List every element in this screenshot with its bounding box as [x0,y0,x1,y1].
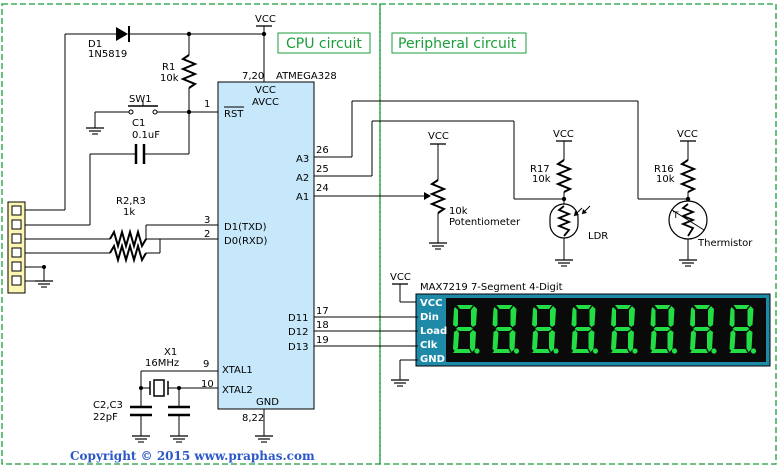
r1-name: R1 [162,62,175,73]
potentiometer [429,179,447,214]
display-title: MAX7219 7-Segment 4-Digit [420,282,563,293]
cpu-section-label: CPU circuit [286,36,362,52]
mcu-vcc-label: VCC [255,14,276,25]
mcu-name: ATMEGA328 [276,71,337,82]
cpu-section-label-box [277,32,371,54]
display-pin-gnd: GND [420,354,445,365]
resistor-r3 [109,242,147,264]
mcu-xtal2-pin-label: XTAL2 [222,385,253,396]
atmega328-chip [217,81,315,410]
mcu-vcc-pin-label: VCC [255,85,276,96]
header-pins [11,205,22,286]
copyright-text: Copyright © 2015 www.praphas.com [70,449,315,463]
display-pin-load: Load [420,326,447,337]
thermistor-label: Thermistor [697,238,753,249]
pot-vcc-label: VCC [428,131,449,142]
mcu-avcc-pin-label: AVCC [252,97,279,108]
ldr [549,203,579,239]
pin-number-a1: 24 [316,183,329,194]
c1-value: 0.1uF [132,130,160,141]
x1-name: X1 [164,347,177,358]
display-pin-clk: Clk [420,340,438,351]
mcu-a3-pin-label: A3 [296,154,309,165]
pin-number-d12: 18 [316,320,329,331]
r23-name: R2,R3 [116,196,146,207]
c23-name: C2,C3 [93,400,123,411]
pin-number-d13: 19 [316,335,329,346]
mcu-d12-pin-label: D12 [288,327,308,338]
pin-number-xtal1: 9 [203,359,209,370]
d1-part: 1N5819 [88,49,127,60]
display-pin-vcc: VCC [420,298,442,309]
mcu-rxd-pin-label: D0(RXD) [224,236,267,247]
x1-value: 16MHz [145,358,179,369]
mcu-power-pins: 7,20 [242,71,264,82]
ldr-label: LDR [588,231,608,242]
crystal-x1 [153,379,165,397]
resistor-r16 [679,159,697,193]
c23-value: 22pF [93,412,118,423]
thermistor-t-mark: T [672,211,679,221]
pin-number-rst: 1 [204,99,210,110]
r16-value: 10k [656,174,675,185]
mcu-xtal1-pin-label: XTAL1 [222,365,253,376]
mcu-rst-pin-label: RST [224,109,244,120]
mcu-d13-pin-label: D13 [288,342,308,353]
r17-name: R17 [530,164,550,175]
resistor-r17 [555,159,573,193]
mcu-gnd-pin-label: GND [256,397,279,408]
pin-number-txd: 3 [204,215,210,226]
resistor-r1 [180,54,198,89]
mcu-a1-pin-label: A1 [296,192,309,203]
pin-number-d11: 17 [316,306,329,317]
mcu-a2-pin-label: A2 [296,173,309,184]
resistor-r2 [109,228,147,250]
peripheral-section-label-box [391,32,527,54]
mcu-gnd-pins: 8,22 [242,413,264,424]
pot-value: 10k [449,206,468,217]
r23-value: 1k [123,207,135,218]
pin-number-a2: 25 [316,164,329,175]
r16-name: R16 [654,164,674,175]
r16-vcc-label: VCC [677,129,698,140]
mcu-txd-pin-label: D1(TXD) [224,222,267,233]
pot-name: Potentiometer [449,217,521,228]
r17-vcc-label: VCC [553,129,574,140]
r1-value: 10k [160,73,179,84]
pin-number-xtal2: 10 [201,379,214,390]
d1-label: D1 [88,39,102,50]
peripheral-section-label: Peripheral circuit [398,36,517,52]
r17-value: 10k [532,174,551,185]
diode-d1 [116,26,130,42]
sw1-label: SW1 [129,94,152,105]
mcu-d11-pin-label: D11 [288,313,308,324]
display-pin-din: Din [420,312,439,323]
pin-number-rxd: 2 [204,229,210,240]
c1-name: C1 [132,118,145,129]
display-vcc-label: VCC [390,272,411,283]
peripheral-section-border [379,3,777,465]
pin-number-a3: 26 [316,145,329,156]
